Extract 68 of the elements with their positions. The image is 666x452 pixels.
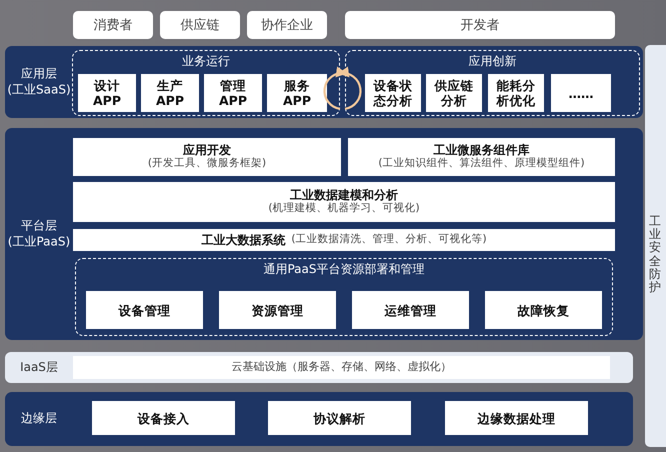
layer-label: 应用层 (工业SaaS) <box>6 66 72 98</box>
module-title: 应用开发 <box>183 142 231 158</box>
module-subtitle: (工业知识组件、算法组件、原理模型组件) <box>378 157 585 172</box>
module-title: 工业微服务组件库 <box>434 142 530 157</box>
vertical-label: 工业安全防护 <box>649 215 661 294</box>
module-box <box>348 138 615 176</box>
module-box <box>488 74 544 112</box>
module-box <box>551 74 611 112</box>
module-box <box>204 74 262 112</box>
module-subtitle: (机理建模、机器学习、可视化) <box>268 202 420 216</box>
module-title: 设备管理 <box>117 302 172 318</box>
module-box <box>73 229 615 251</box>
module-title: 设备接入 <box>136 410 190 426</box>
module-box <box>73 182 615 222</box>
layer-panel <box>5 392 633 446</box>
module-box <box>352 291 469 329</box>
layer-label: 平台层 (工业PaaS) <box>6 218 72 250</box>
module-title: 生产 APP <box>155 78 185 108</box>
module-box <box>268 401 411 435</box>
module-box <box>267 74 327 112</box>
module-subtitle: (开发工具、微服务框架) <box>148 157 266 172</box>
module-title: 运维管理 <box>384 302 438 318</box>
group-heading: 通用PaaS平台资源部署和管理 <box>262 261 426 278</box>
module-title: 管理 APP <box>218 78 248 108</box>
module-title: 供应链分析 <box>433 78 474 108</box>
module-box <box>86 291 203 329</box>
dashed-group <box>75 258 613 336</box>
module-title: 协议解析 <box>312 410 366 426</box>
dashed-group <box>72 50 340 116</box>
module-box <box>485 291 602 329</box>
role-box <box>345 11 615 39</box>
module-title: 工业数据建模和分析 <box>290 188 398 202</box>
module-box <box>219 291 336 329</box>
layer-panel <box>5 352 633 383</box>
group-heading: 应用创新 <box>468 53 518 70</box>
module-box <box>92 401 235 435</box>
role-label: 协作企业 <box>261 17 313 34</box>
dashed-group <box>345 50 640 116</box>
group-heading: 业务运行 <box>181 53 231 70</box>
module-title: 边缘数据处理 <box>476 410 556 426</box>
module-subtitle: (工业数据清洗、管理、分析、可视化等) <box>291 233 487 247</box>
module-title: 资源管理 <box>250 302 304 318</box>
module-subtitle: 云基础设施（服务器、存储、网络、虚拟化） <box>232 360 452 375</box>
module-title: 能耗分析优化 <box>495 78 536 108</box>
role-box <box>73 11 153 39</box>
module-title: 设计 APP <box>92 78 122 108</box>
module-title: 设备状态分析 <box>372 78 414 108</box>
layer-label: IaaS层 <box>19 360 59 376</box>
module-title: 工业大数据系统 <box>201 232 286 248</box>
module-box <box>445 401 588 435</box>
layer-panel <box>5 128 643 340</box>
role-box <box>160 11 240 39</box>
role-box <box>247 11 327 39</box>
module-box <box>73 138 341 176</box>
module-box <box>78 74 136 112</box>
module-title: 服务 APP <box>282 78 312 108</box>
role-label: 消费者 <box>94 17 132 34</box>
layer-panel <box>5 46 643 118</box>
module-box <box>73 356 610 379</box>
module-box <box>426 74 482 112</box>
role-label: 供应链 <box>180 17 220 34</box>
security-panel <box>645 45 666 447</box>
module-box <box>365 74 421 112</box>
module-title: …… <box>568 86 594 100</box>
module-box <box>141 74 199 112</box>
layer-label: 边缘层 <box>20 411 58 427</box>
module-title: 故障恢复 <box>516 302 570 318</box>
role-label: 开发者 <box>460 17 500 34</box>
